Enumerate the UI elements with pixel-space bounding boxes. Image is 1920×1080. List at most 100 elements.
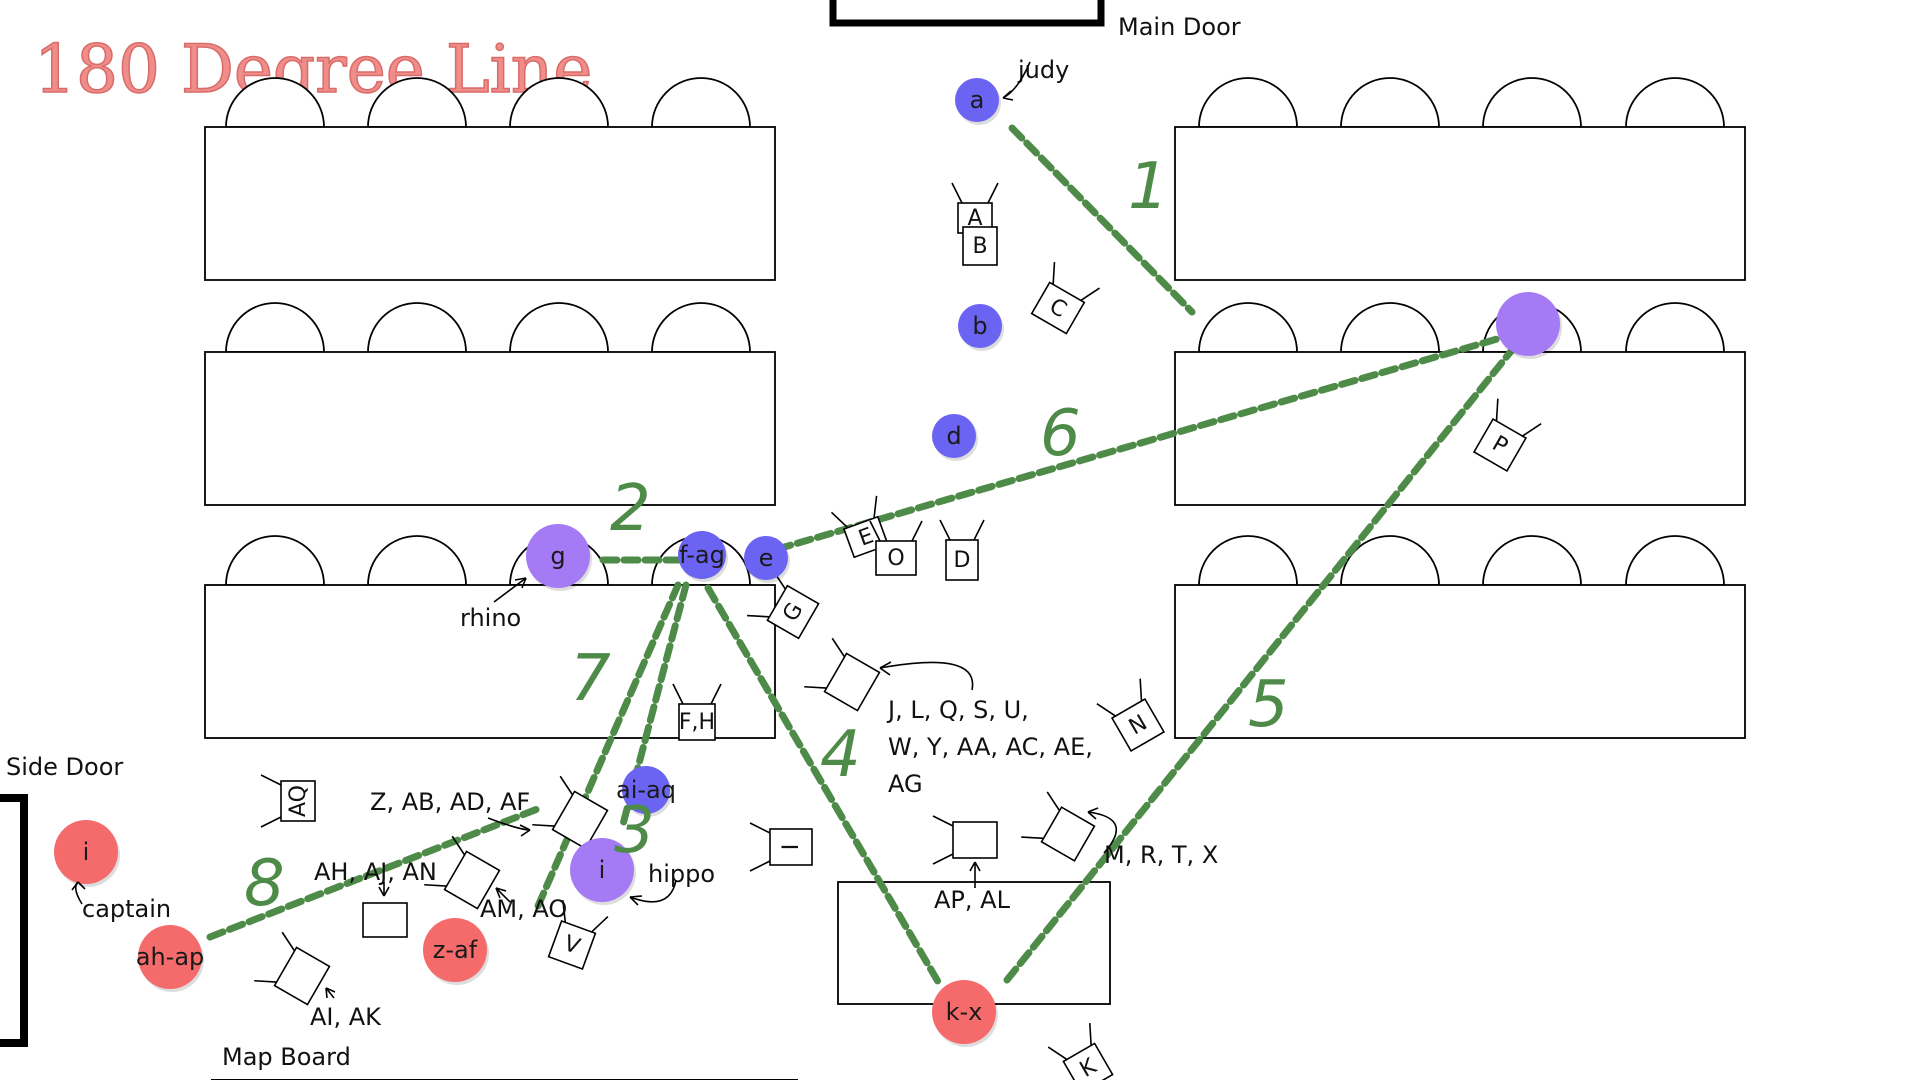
character-i_hippo: i [570,838,636,905]
table [1174,351,1746,506]
character-ahap: ah-ap [136,925,205,992]
camera-label: A [967,206,982,231]
table [204,126,776,281]
chair [225,77,325,128]
table [204,351,776,506]
chair [1340,77,1440,128]
table [1174,584,1746,739]
camera-label: O [887,546,904,571]
axis-line [1008,124,1196,316]
character-e: e [744,536,790,583]
character-notes: judy rhino hippo captain [82,56,1069,923]
camera-marker: F,H [672,683,722,741]
tables-and-chairs [204,77,1746,739]
character-dot [138,925,202,989]
chair [1340,535,1440,586]
group-ag: AG [888,770,923,798]
group-mrtx: M, R, T, X [1104,841,1218,869]
camera-marker: C [1030,262,1100,335]
diagram-title: 180 Degree Line [34,31,592,108]
annotation-arrows [71,61,1117,999]
character-big [1496,292,1562,359]
line-number-7: 7 [570,642,611,716]
camera-marker: V [547,900,609,971]
chair [1625,77,1725,128]
character-dot [526,524,590,588]
axis-line [534,581,682,910]
axis-line [999,326,1532,989]
chair [1625,302,1725,353]
camera-marker: O [869,520,923,576]
camera-label: I [779,844,804,851]
camera-marker [362,902,408,938]
character-label: i [83,838,90,866]
camera-group-labels: J, L, Q, S, U, W, Y, AA, AC, AE, AG Z, A… [310,696,1218,1031]
chair [1198,77,1298,128]
character-label: d [946,422,961,450]
character-dot [54,820,118,884]
character-dot [744,536,788,580]
character-aiaq: ai-aq [616,766,676,817]
character-dot [423,918,487,982]
chair [509,302,609,353]
chair [225,302,325,353]
chair [367,535,467,586]
group-apal: AP, AL [934,886,1011,914]
note-judy: judy [1017,56,1069,84]
camera-marker: N [1096,678,1166,753]
camera-marker [804,637,881,712]
character-zaf: z-af [423,918,489,985]
camera-label: AQ [286,785,311,817]
camera-marker: A [951,182,999,234]
main-door-frame [829,0,1105,27]
character-kx: k-x [932,980,998,1047]
character-dot [1496,292,1560,356]
character-dot [958,304,1002,348]
character-g: g [526,524,592,591]
map-board-label: Map Board [222,1043,351,1071]
main-door-label: Main Door [1118,13,1241,41]
camera-marker: D [939,519,985,581]
character-dot [932,414,976,458]
chair [651,77,751,128]
camera-label: B [972,234,987,259]
character-b: b [958,304,1004,351]
chair [367,77,467,128]
chair [1482,77,1582,128]
chair [1625,535,1725,586]
line-number-2: 2 [610,472,651,546]
camera-marker [1021,791,1096,862]
character-label: z-af [433,936,478,964]
camera-marker [932,815,998,865]
chair [651,302,751,353]
camera-marker [532,775,609,850]
character-label: g [550,542,565,570]
line-number-5: 5 [1248,668,1289,742]
chair [509,77,609,128]
camera-label: F,H [679,710,715,735]
axis-lines [206,124,1532,989]
character-label: e [759,544,774,572]
line-number-4: 4 [820,718,861,792]
table [1174,126,1746,281]
axis-line [753,326,1532,559]
group-jlq: J, L, Q, S, U, [886,696,1029,724]
character-fag: f-ag [678,531,728,582]
character-label: k-x [946,998,983,1026]
camera-marker [424,835,501,910]
line-number-8: 8 [244,847,285,921]
character-dot [622,766,670,814]
character-dot [678,531,726,579]
character-label: ai-aq [616,776,676,804]
note-rhino: rhino [460,604,521,632]
line-number-3: 3 [614,794,655,868]
chair [1198,535,1298,586]
character-label: ah-ap [136,943,205,971]
chair [1198,302,1298,353]
character-dot [955,78,999,122]
character-i_captain: i [54,820,120,887]
camera-marker: P [1472,398,1542,473]
camera-label: D [954,548,971,573]
